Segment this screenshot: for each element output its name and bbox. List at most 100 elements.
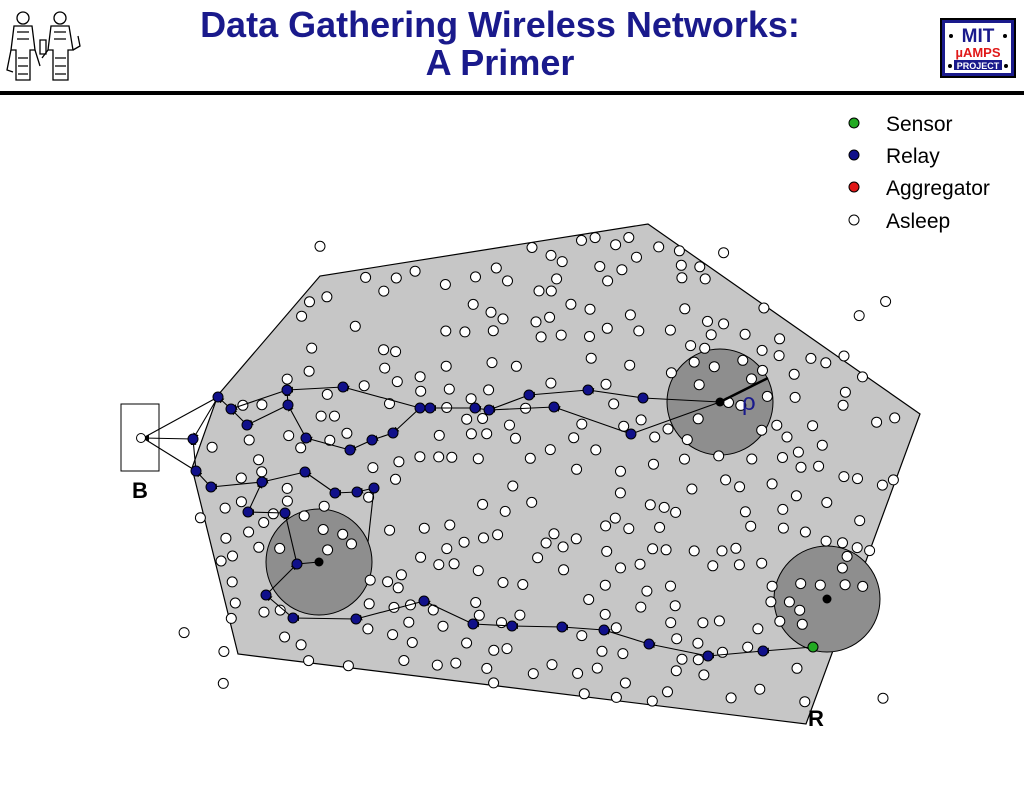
legend-aggregator-label: Aggregator [886,177,990,200]
routing-edge [304,471,336,494]
asleep-node [526,496,538,508]
asleep-node [737,354,749,366]
relay-node [256,476,268,488]
asleep-node [693,379,705,391]
legend-sensor-swatch [848,117,860,129]
asleep-node [481,662,493,674]
cluster-center-left [314,557,324,567]
routing-edge [392,407,421,434]
asleep-node [314,240,326,252]
routing-edge [707,650,764,659]
asleep-node [821,497,833,508]
asleep-node [665,367,677,379]
asleep-node [718,247,730,259]
asleep-node [398,655,410,666]
routing-edge [603,628,650,645]
asleep-node [594,261,606,272]
routing-edge [367,487,375,543]
asleep-node [880,296,892,307]
routing-edge [210,481,263,490]
legend-asleep-label: Asleep [886,210,950,233]
asleep-node [391,376,403,388]
asleep-node [602,275,614,287]
asleep-node [735,399,747,411]
asleep-node [771,419,783,431]
asleep-node [415,385,427,397]
routing-edge [230,389,288,410]
asleep-node [279,631,291,643]
asleep-node [458,536,470,548]
asleep-node [367,462,379,474]
routing-edge [423,600,474,625]
relay-node [260,589,272,601]
asleep-node [576,234,587,246]
asleep-node [635,601,647,613]
asleep-node [388,601,400,613]
asleep-node [557,541,569,553]
asleep-node [571,463,583,475]
relay-node [643,638,655,650]
asleep-node [502,275,513,287]
relay-node [225,403,237,415]
logo-line-2: µAMPS [955,45,1000,60]
routing-edge [247,481,263,513]
routing-edge [287,404,307,439]
asleep-node [838,350,850,362]
legend-item-asleep: Asleep [848,210,950,233]
relay-node [291,558,303,570]
asleep-node [295,639,307,651]
radius-line [719,376,769,404]
asleep-node [839,386,851,398]
sensor-node [807,641,819,653]
asleep-node [235,496,247,508]
asleep-node [853,310,865,322]
legend-aggregator-swatch [848,181,860,193]
radius-label: ρ [742,389,756,416]
asleep-node [243,434,255,446]
routing-edge [265,594,294,619]
asleep-node [532,552,544,564]
routing-edge [528,389,589,398]
asleep-node [857,580,869,592]
relay-node [281,384,293,396]
asleep-node [321,291,333,303]
relay-node [368,482,380,494]
asleep-node [754,683,766,695]
relay-node [351,486,363,498]
asleep-node [499,505,511,517]
asleep-node [756,557,768,569]
asleep-node [851,542,863,554]
logo-line-3: PROJECT [957,61,1000,71]
relay-node [299,466,311,478]
asleep-node [415,551,427,563]
asleep-node [384,524,396,536]
asleep-node [382,576,394,588]
asleep-node [777,522,789,534]
asleep-node [392,582,404,594]
asleep-node [761,390,773,402]
relay-node [387,427,399,439]
asleep-node [487,325,499,337]
asleep-node [253,541,265,553]
asleep-node [206,441,218,453]
asleep-node [681,434,693,446]
asleep-node [716,545,728,557]
asleep-node [673,245,685,257]
asleep-node [773,350,785,362]
asleep-node [551,273,563,285]
asleep-node [472,565,484,577]
asleep-node [390,272,402,284]
asleep-node [615,465,626,477]
asleep-node [820,357,832,369]
asleep-node [229,597,241,609]
cluster-center-right [715,397,725,407]
asleep-node [283,430,295,442]
relay-node [350,613,362,625]
asleep-node [837,399,849,411]
title-line-1: Data Gathering Wireless Networks: [200,4,800,45]
relay-node [625,428,637,440]
asleep-node [756,344,768,356]
asleep-node [470,597,482,608]
asleep-node [526,242,538,253]
